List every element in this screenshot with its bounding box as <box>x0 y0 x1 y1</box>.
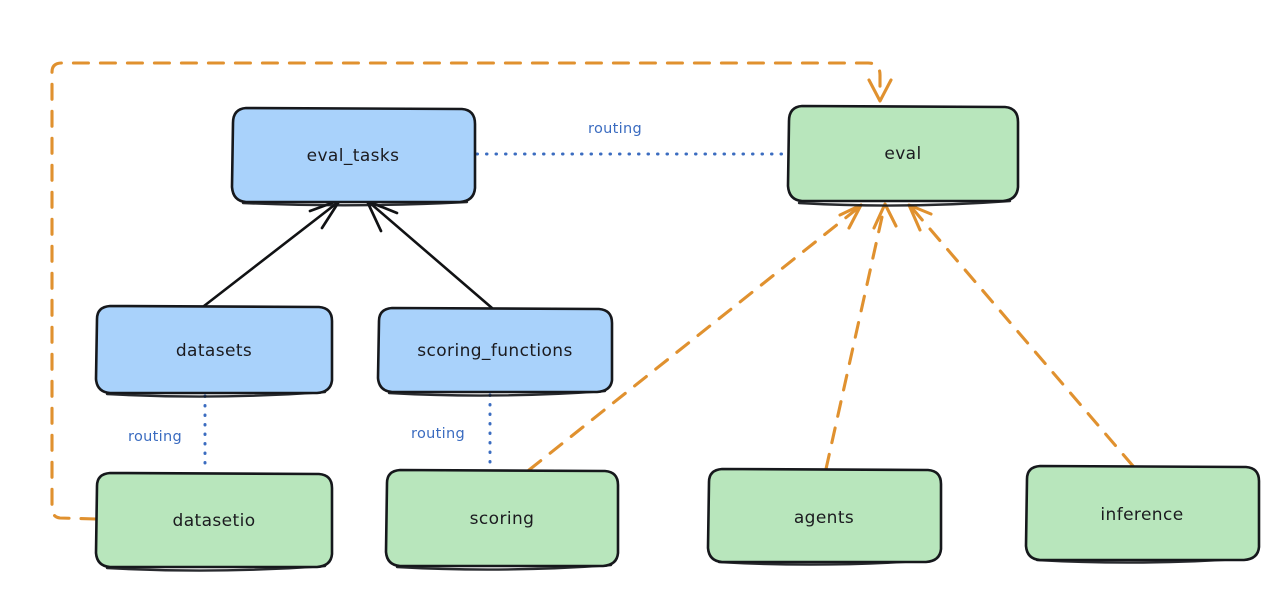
node-eval-tasks[interactable]: eval_tasks <box>230 106 477 207</box>
arrowhead-scoring-eval <box>838 203 863 230</box>
edge-label-routing-datasets-datasetio: routing <box>128 429 182 445</box>
edge-path-scoring-functions-eval-tasks <box>368 201 494 310</box>
edge-agents-to-eval[interactable] <box>824 202 898 471</box>
node-inference[interactable]: inference <box>1024 464 1261 564</box>
node-eval[interactable]: eval <box>786 104 1020 207</box>
node-agents-label: agents <box>794 508 854 528</box>
node-eval-box <box>786 104 1020 203</box>
node-agents-box <box>706 467 943 564</box>
edge-datasets-to-eval-tasks[interactable] <box>202 198 342 308</box>
node-scoring-functions-box <box>376 306 614 394</box>
edge-group-dependency-dashed <box>50 61 1135 521</box>
edge-path-datasets-eval-tasks <box>202 201 339 308</box>
edge-label-routing-scoring-functions-scoring: routing <box>411 426 465 442</box>
edge-datasetio-to-eval[interactable] <box>50 61 893 521</box>
edge-scoring-functions-to-eval-tasks[interactable] <box>365 199 494 310</box>
node-eval-shadow <box>797 199 1012 207</box>
node-datasets-box <box>94 304 334 395</box>
node-eval-label: eval <box>884 144 921 164</box>
edge-path-inference-eval <box>910 206 1135 468</box>
node-inference-box <box>1024 464 1261 562</box>
node-datasets-label: datasets <box>176 341 252 361</box>
node-scoring-box <box>384 468 620 568</box>
edge-group-routing-dotted <box>203 152 788 473</box>
node-scoring[interactable]: scoring <box>384 468 620 571</box>
node-datasetio-box <box>94 471 334 569</box>
node-inference-label: inference <box>1100 505 1183 525</box>
arrowhead-datasetio-eval <box>867 78 893 103</box>
arrowhead-agents-eval <box>872 202 898 230</box>
edge-label-routing-eval-tasks-eval: routing <box>588 121 642 137</box>
node-datasetio-label: datasetio <box>173 511 256 531</box>
node-scoring-label: scoring <box>470 509 535 529</box>
edge-path-datasetio-eval <box>50 61 882 521</box>
node-agents[interactable]: agents <box>706 467 943 566</box>
node-eval-tasks-label: eval_tasks <box>307 146 400 166</box>
node-scoring-functions[interactable]: scoring_functions <box>376 306 614 397</box>
edge-label-group: routing routing routing <box>128 121 642 445</box>
edge-path-scoring-eval <box>527 206 860 472</box>
node-scoring-functions-label: scoring_functions <box>417 341 572 361</box>
node-datasets[interactable]: datasets <box>94 304 334 398</box>
node-eval-tasks-box <box>230 106 477 204</box>
node-datasetio[interactable]: datasetio <box>94 471 334 572</box>
edge-path-agents-eval <box>824 206 886 471</box>
edge-inference-to-eval[interactable] <box>907 203 1135 468</box>
edge-group-composition-solid <box>202 198 494 310</box>
